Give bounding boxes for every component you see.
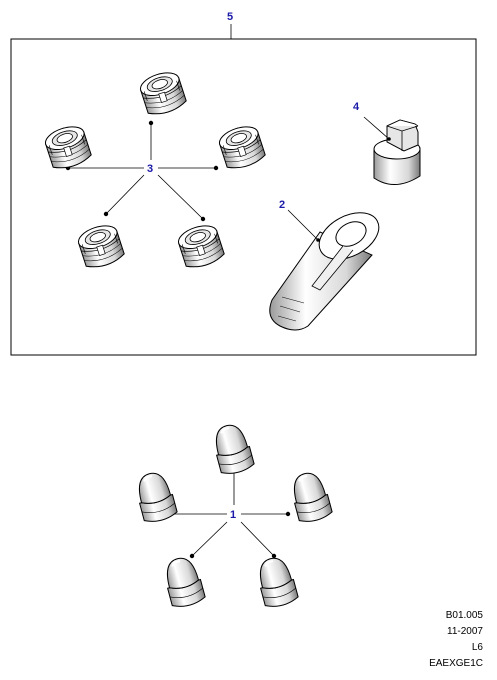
callout-5: 5 [227, 11, 233, 23]
reference-level: L6 [471, 642, 483, 653]
kit-boundary-box [10, 38, 477, 356]
callout-4-leader [363, 116, 390, 140]
wheel-nut-icon [208, 420, 257, 478]
wheel-nut-icon [159, 553, 208, 611]
wheel-nut-icon [252, 553, 301, 611]
wheel-nut-icon [131, 468, 180, 526]
callout-4: 4 [353, 101, 360, 113]
callout-3-leaders [65, 120, 219, 222]
socket-adapter-icon [373, 119, 421, 185]
locking-wheel-nut-icon [137, 68, 189, 119]
locking-wheel-nut-icon [216, 122, 268, 173]
callout-1: 1 [230, 509, 236, 521]
callout-2-leader [287, 209, 319, 241]
callout-2: 2 [279, 199, 285, 211]
callout-3: 3 [147, 163, 153, 175]
reference-date: 11-2007 [447, 626, 483, 637]
locking-wheel-nut-icon [175, 221, 227, 272]
illustration-id: EAEXGE1C [429, 658, 483, 669]
locking-wheel-nut-icon [75, 221, 127, 272]
reference-code: B01.005 [445, 610, 483, 621]
locking-wheel-nut-icon [42, 122, 94, 173]
locking-key-icon [269, 212, 380, 331]
wheel-nut-icon [286, 468, 335, 526]
callout-1-leaders [167, 462, 291, 559]
